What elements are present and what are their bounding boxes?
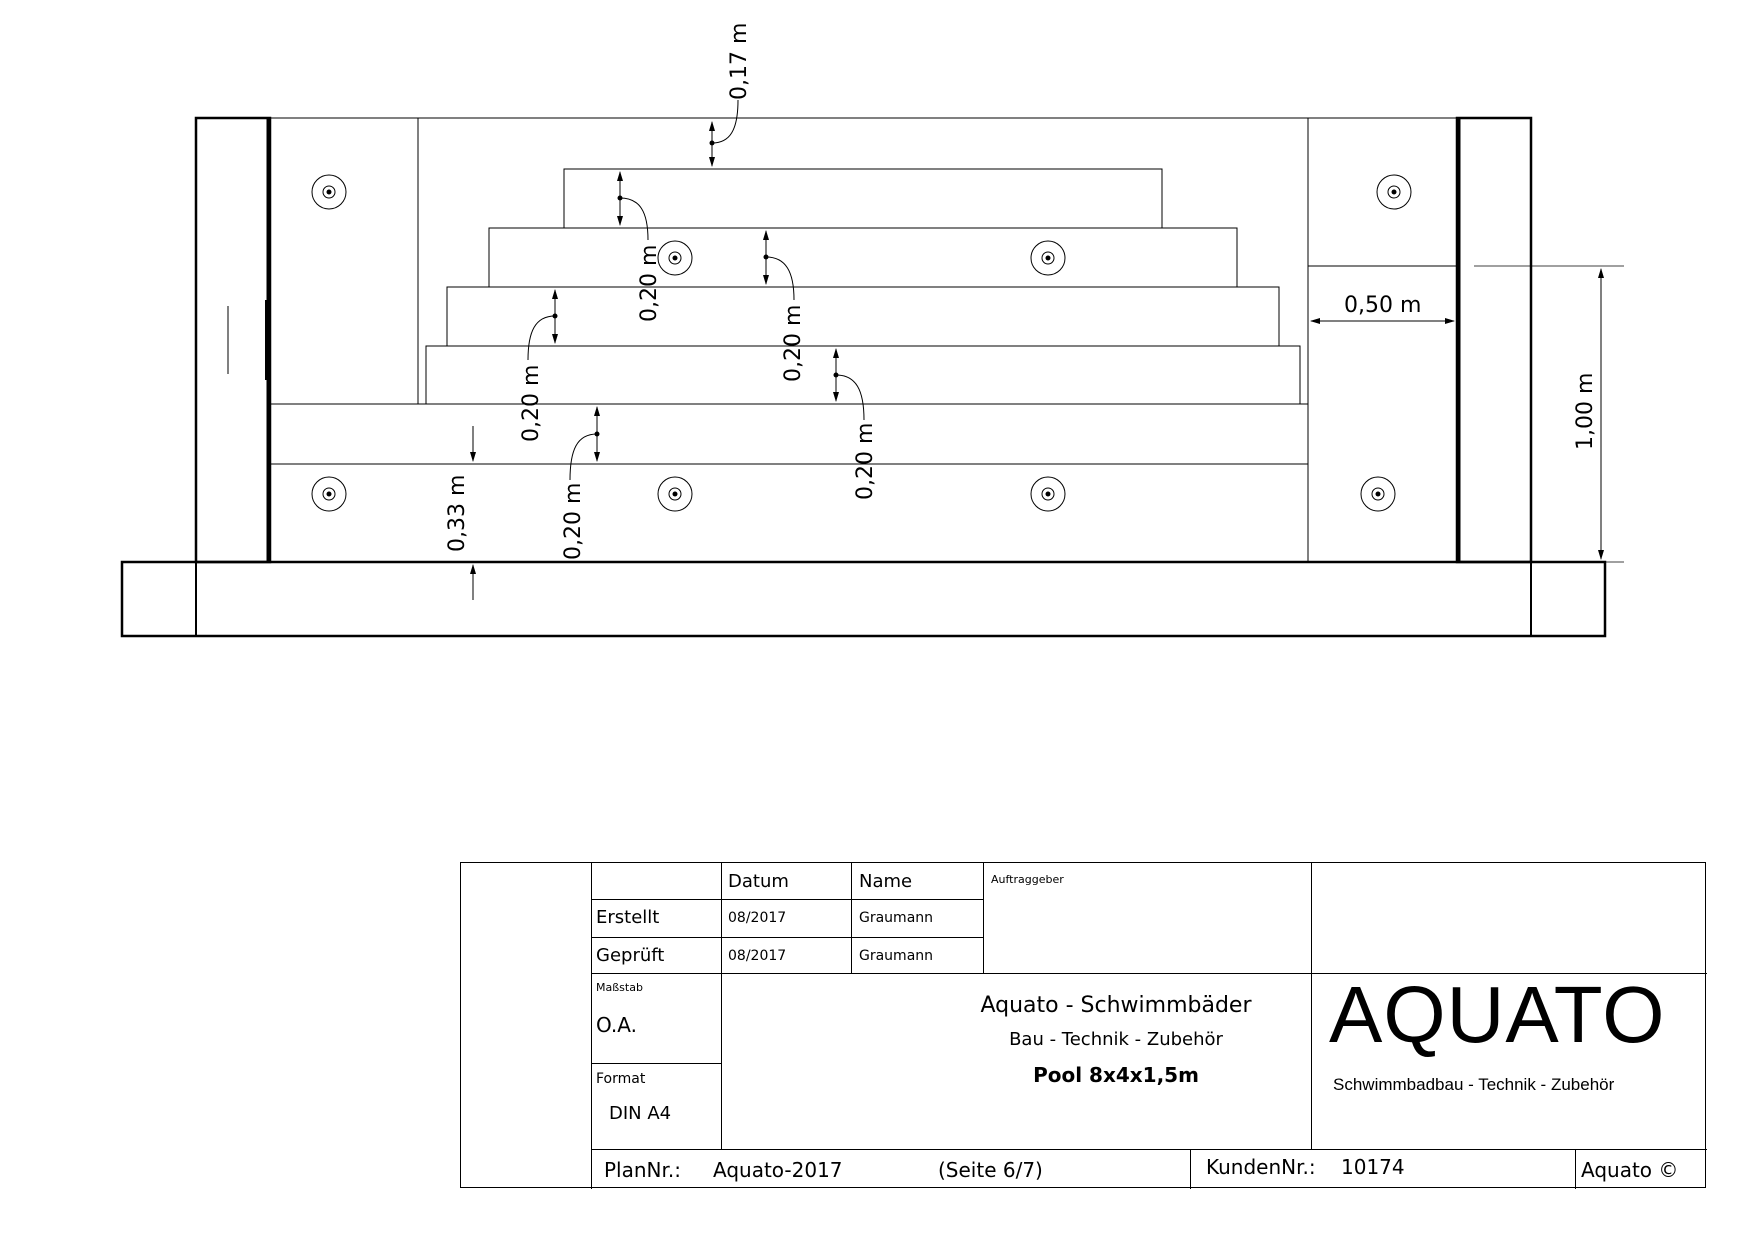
dim-label-050: 0,50 m	[1344, 293, 1421, 318]
tb-divider	[1190, 1149, 1191, 1189]
tb-geprueft-name: Graumann	[859, 948, 934, 964]
nozzle-icon	[657, 476, 693, 512]
step-1	[563, 168, 1163, 229]
tb-erstellt-datum: 08/2017	[728, 910, 787, 926]
tb-massstab-value: O.A.	[596, 1013, 637, 1037]
tb-divider	[1575, 1149, 1576, 1189]
dim-label-017: 0,17 m	[727, 23, 752, 100]
tb-slogan: Schwimmbadbau - Technik - Zubehör	[1333, 1075, 1615, 1094]
dim-label-020-d: 0,20 m	[561, 483, 586, 560]
tb-plan-value: Aquato-2017	[713, 1158, 843, 1182]
tb-geprueft-label: Geprüft	[596, 945, 665, 966]
tb-geprueft-datum: 08/2017	[728, 948, 787, 964]
tb-company-title: Aquato - Schwimmbäder	[980, 993, 1252, 1018]
tb-erstellt-label: Erstellt	[596, 907, 660, 928]
right-wall	[1455, 116, 1533, 564]
tb-massstab-label: Maßstab	[596, 981, 643, 994]
tb-seite: (Seite 6/7)	[938, 1158, 1043, 1182]
tb-copyright: Aquato ©	[1581, 1158, 1679, 1182]
dim-label-020-a: 0,20 m	[637, 245, 662, 322]
tb-divider	[591, 899, 983, 900]
dimension-020-step4: 0,20 m	[833, 348, 878, 500]
dimension-033: 0,33 m	[400, 426, 520, 600]
nozzle-icon	[1376, 174, 1412, 210]
tb-company-subtitle: Bau - Technik - Zubehör	[1009, 1029, 1223, 1050]
tb-format-value: DIN A4	[609, 1103, 672, 1124]
dimension-017: 0,17 m	[600, 23, 752, 170]
tb-divider	[1311, 863, 1312, 1149]
step-2	[488, 227, 1238, 288]
dim-label-020-e: 0,20 m	[853, 423, 878, 500]
nozzle-icon	[1030, 240, 1066, 276]
nozzle-icon	[311, 174, 347, 210]
tb-divider	[983, 863, 984, 973]
nozzle-icon	[311, 476, 347, 512]
tb-datum-header: Datum	[728, 871, 789, 892]
tb-divider	[851, 863, 852, 973]
dim-label-020-b: 0,20 m	[781, 305, 806, 382]
base-slab	[120, 560, 1607, 638]
dimension-100: 1,00 m	[1474, 265, 1624, 563]
nozzle-icon	[657, 240, 693, 276]
dim-label-033: 0,33 m	[445, 475, 470, 552]
tb-divider	[591, 1149, 1707, 1150]
dimension-020-step5: 0,20 m	[561, 406, 600, 560]
aquato-logo: AQUATO	[1329, 970, 1666, 1059]
tb-plan-label: PlanNr.:	[604, 1158, 681, 1182]
tb-name-header: Name	[859, 871, 913, 892]
back-panel	[269, 117, 1458, 563]
step-3	[446, 286, 1280, 347]
title-block: Datum Name Auftraggeber Erstellt 08/2017…	[460, 862, 1707, 1189]
dimension-050: 0,50 m	[1310, 293, 1455, 324]
dim-label-100: 1,00 m	[1573, 373, 1598, 450]
tb-project-title: Pool 8x4x1,5m	[1033, 1063, 1199, 1087]
tb-format-label: Format	[596, 1071, 646, 1087]
dimension-020-step2: 0,20 m	[763, 230, 806, 382]
step-5	[269, 403, 1309, 465]
tb-divider	[591, 863, 592, 1189]
nozzle-icon	[1360, 476, 1396, 512]
tb-auftraggeber-label: Auftraggeber	[991, 873, 1064, 886]
step-4	[425, 345, 1301, 405]
tb-divider	[591, 937, 983, 938]
dim-label-020-c: 0,20 m	[519, 365, 544, 442]
dimension-020-step1: 0,20 m	[617, 171, 662, 322]
tb-divider	[591, 1063, 721, 1064]
tb-kunden-label: KundenNr.:	[1206, 1155, 1316, 1179]
tb-kunden-value: 10174	[1341, 1155, 1405, 1179]
dimension-020-step3: 0,20 m	[519, 289, 558, 442]
tb-divider	[721, 863, 722, 1149]
nozzle-icon	[1030, 476, 1066, 512]
tb-erstellt-name: Graumann	[859, 910, 934, 926]
tb-divider	[591, 973, 1707, 974]
left-wall	[194, 116, 272, 564]
